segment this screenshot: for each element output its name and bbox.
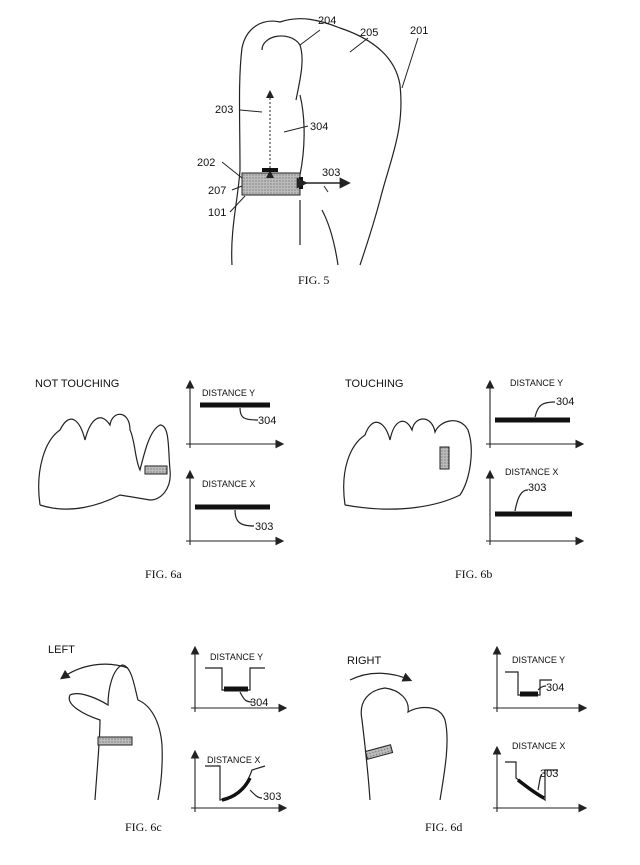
figure-caption: FIG. 5 bbox=[298, 273, 329, 287]
figure-caption: FIG. 6b bbox=[455, 567, 492, 581]
figure-caption: FIG. 6a bbox=[145, 567, 182, 581]
hand-drawing bbox=[68, 664, 163, 801]
figure-caption: FIG. 6c bbox=[125, 820, 162, 834]
graph-title: DISTANCE X bbox=[202, 479, 255, 489]
graph-distance-x: DISTANCE X 303 bbox=[492, 741, 588, 813]
figure-title: RIGHT bbox=[347, 655, 382, 667]
graph-distance-y: DISTANCE Y 304 bbox=[485, 378, 585, 449]
figure-6d: RIGHT DISTANCE Y 304 DISTANCE X 303 FIG.… bbox=[347, 645, 588, 834]
graph-title: DISTANCE X bbox=[207, 755, 260, 765]
figure-title: LEFT bbox=[48, 644, 75, 656]
graph-title: DISTANCE Y bbox=[512, 655, 565, 665]
figure-6c: LEFT DISTANCE Y 304 DISTANCE X 303 FIG. … bbox=[48, 644, 288, 834]
graph-title: DISTANCE Y bbox=[202, 388, 255, 398]
ref-label: 303 bbox=[263, 791, 281, 803]
graph-title: DISTANCE Y bbox=[510, 378, 563, 388]
ref-label: 304 bbox=[546, 682, 564, 694]
graph-distance-x: DISTANCE X 303 bbox=[485, 467, 585, 546]
ring-device bbox=[144, 465, 168, 475]
hand-drawing bbox=[343, 418, 472, 510]
ref-label: 303 bbox=[540, 768, 558, 780]
left-arrow-icon bbox=[60, 663, 129, 680]
ref-label: 303 bbox=[255, 521, 273, 533]
ring-device bbox=[364, 744, 394, 760]
figure-6b: TOUCHING DISTANCE Y 304 DISTANCE X 303 F… bbox=[343, 378, 585, 581]
figure-caption: FIG. 6d bbox=[425, 820, 462, 834]
label-303: 303 bbox=[322, 167, 340, 179]
label-101: 101 bbox=[208, 207, 226, 219]
figure-title: NOT TOUCHING bbox=[35, 378, 119, 390]
figure-title: TOUCHING bbox=[345, 378, 403, 390]
hand-drawing bbox=[360, 687, 448, 801]
graph-distance-y: DISTANCE Y 304 bbox=[492, 645, 588, 713]
ref-label: 304 bbox=[556, 396, 574, 408]
hand-drawing bbox=[231, 18, 402, 266]
graph-title: DISTANCE Y bbox=[210, 652, 263, 662]
hand-drawing bbox=[38, 413, 171, 510]
graph-title: DISTANCE X bbox=[512, 741, 565, 751]
label-202: 202 bbox=[197, 157, 215, 169]
graph-distance-y: DISTANCE Y 304 bbox=[190, 645, 288, 713]
graph-distance-x: DISTANCE X 303 bbox=[185, 469, 285, 546]
ref-label: 303 bbox=[528, 482, 546, 494]
label-203: 203 bbox=[215, 104, 233, 116]
graph-title: DISTANCE X bbox=[505, 467, 558, 477]
ring-device bbox=[97, 736, 133, 746]
label-207: 207 bbox=[208, 185, 226, 197]
right-arrow-icon bbox=[349, 672, 413, 682]
graph-distance-y: DISTANCE Y 304 bbox=[185, 379, 285, 449]
ring-device bbox=[241, 172, 301, 196]
figure-6a: NOT TOUCHING DISTANCE Y 304 DISTANCE X 3… bbox=[35, 378, 285, 581]
ref-label: 304 bbox=[250, 697, 268, 709]
label-204: 204 bbox=[318, 15, 336, 27]
label-205: 205 bbox=[360, 27, 378, 39]
ring-device bbox=[439, 446, 450, 470]
ref-label: 304 bbox=[258, 415, 276, 427]
label-201: 201 bbox=[410, 25, 428, 37]
graph-distance-x: DISTANCE X 303 bbox=[190, 749, 288, 813]
figure-5: 204 205 201 203 304 202 303 207 101 FIG.… bbox=[197, 15, 428, 287]
label-304: 304 bbox=[310, 121, 328, 133]
